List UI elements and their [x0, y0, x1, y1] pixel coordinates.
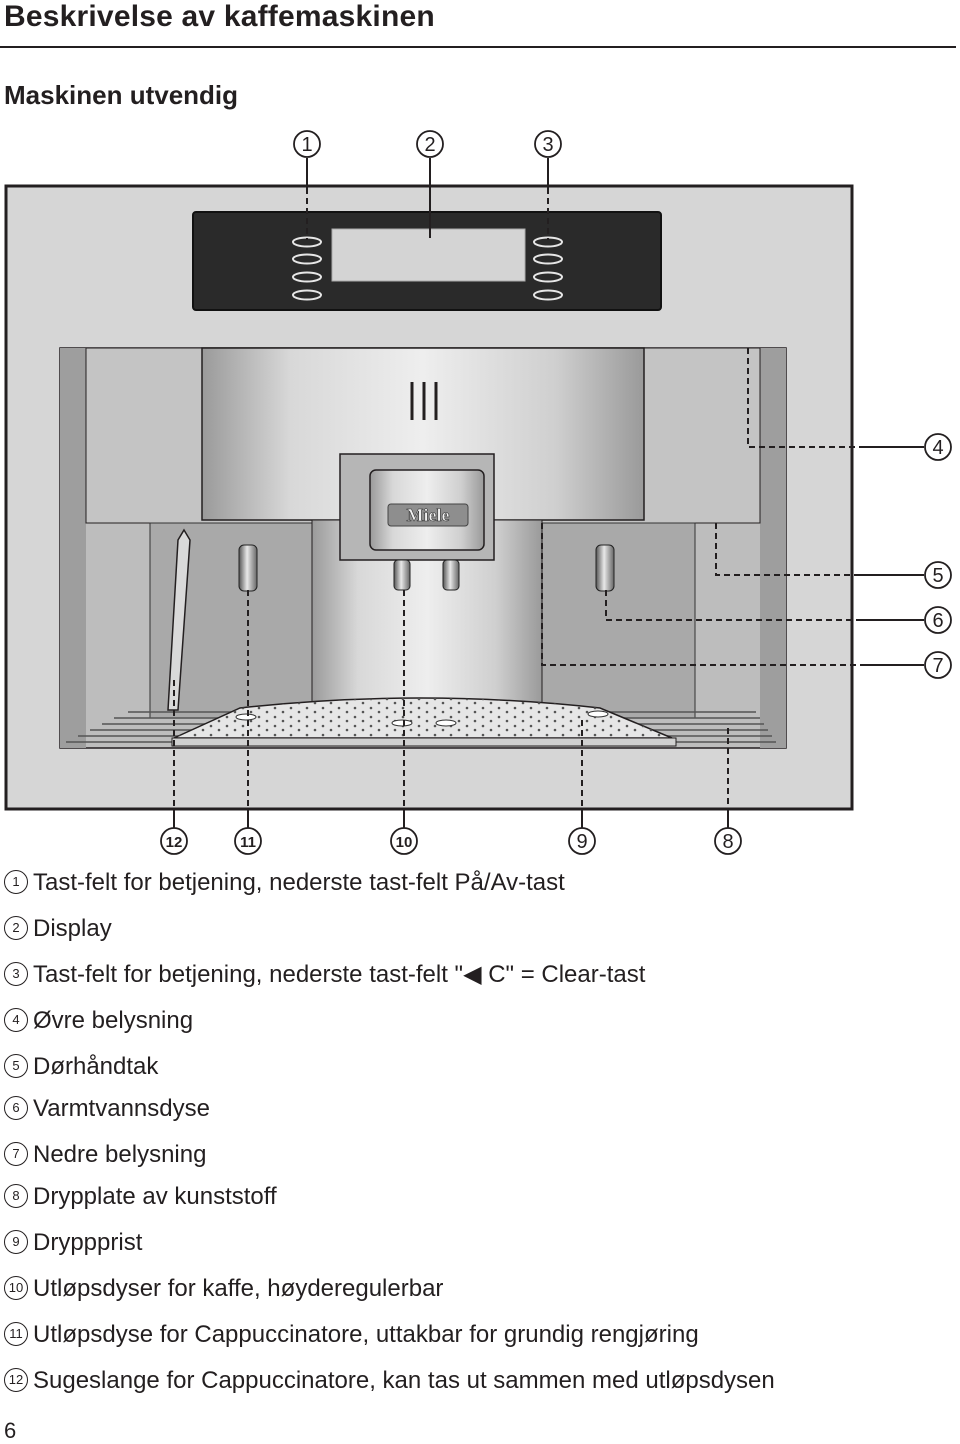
coffee-spout-left [393, 559, 411, 591]
callout-8: 8 [722, 831, 733, 853]
right-keypad [533, 236, 563, 301]
callout-3: 3 [542, 134, 553, 156]
callout-1: 1 [301, 134, 312, 156]
callout-5: 5 [932, 565, 943, 587]
callout-12: 12 [166, 834, 183, 851]
callout-6: 6 [932, 610, 943, 632]
callout-2: 2 [424, 134, 435, 156]
page-title: Beskrivelse av kaffemaskinen [4, 0, 435, 33]
coffee-machine-diagram: Miele [4, 130, 952, 855]
callout-7: 7 [932, 655, 943, 677]
legend-number: 5 [4, 1053, 28, 1078]
legend-text: Øvre belysning [33, 1007, 194, 1034]
display-screen [331, 228, 526, 282]
legend-text: Varmtvannsdyse [33, 1095, 210, 1122]
leader-lines [173, 158, 924, 828]
legend-text: Dryppprist [33, 1229, 143, 1256]
drip-tray-front [171, 737, 677, 747]
legend-text: Utløpsdyse for Cappuccinatore, uttakbar … [33, 1321, 699, 1348]
legend-text: Sugeslange for Cappuccinatore, kan tas u… [33, 1367, 775, 1394]
legend-number: 12 [4, 1367, 28, 1392]
title-rule [0, 46, 956, 48]
legend-number: 1 [4, 869, 28, 894]
legend-number: 10 [4, 1275, 28, 1300]
vent-icon [410, 382, 438, 420]
miele-logo: Miele [407, 505, 450, 525]
miele-logo-plate [387, 503, 469, 527]
recess-left-wall [60, 348, 86, 748]
section-subtitle: Maskinen utvendig [4, 80, 239, 110]
legend-number: 7 [4, 1141, 28, 1166]
left-keypad [292, 236, 322, 301]
page-number: 6 [4, 1418, 17, 1443]
cappuccinatore-nozzle [238, 544, 258, 592]
legend-number: 4 [4, 1007, 28, 1032]
coffee-spout-right [442, 559, 460, 591]
legend-number: 8 [4, 1183, 28, 1208]
callout-10: 10 [396, 834, 413, 851]
legend-number: 3 [4, 961, 28, 986]
legend-text: Nedre belysning [33, 1141, 207, 1168]
legend-text: Drypplate av kunststoff [33, 1183, 277, 1210]
recess-right-wall [760, 348, 786, 748]
legend-text: Tast-felt for betjening, nederste tast-f… [33, 961, 646, 988]
callout-11: 11 [240, 834, 256, 851]
legend-text: Tast-felt for betjening, nederste tast-f… [33, 869, 565, 896]
hot-water-nozzle [595, 544, 615, 592]
callout-4: 4 [932, 437, 943, 459]
legend-number: 2 [4, 915, 28, 940]
legend-number: 6 [4, 1095, 28, 1120]
legend-text: Display [33, 915, 112, 942]
legend-text: Utløpsdyser for kaffe, høyderegulerbar [33, 1275, 444, 1302]
legend-number: 11 [4, 1321, 28, 1346]
legend-text: Dørhåndtak [33, 1053, 159, 1080]
legend-number: 9 [4, 1229, 28, 1254]
callout-9: 9 [576, 831, 587, 853]
callouts [160, 130, 952, 855]
